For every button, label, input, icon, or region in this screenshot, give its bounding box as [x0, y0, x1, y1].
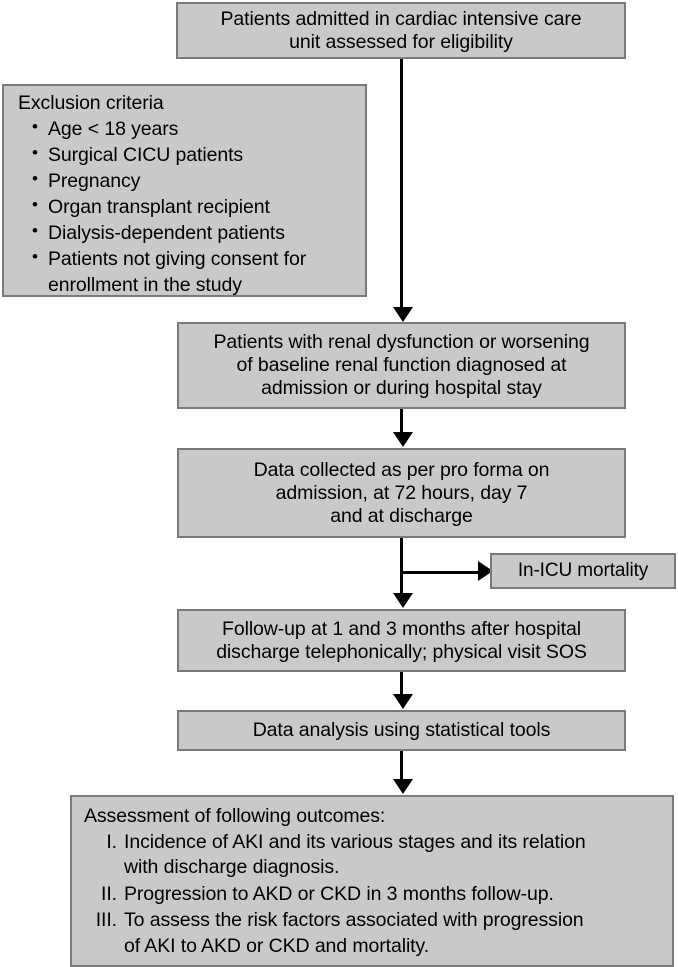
connector-eligibility-to-renal-line: [400, 59, 403, 309]
connector-data-to-followup-line: [400, 538, 403, 595]
node-exclusion-criteria: Exclusion criteria • Age < 18 years • Su…: [2, 84, 367, 297]
node-data-analysis: Data analysis using statistical tools: [177, 710, 626, 751]
exclusion-item-text: Organ transplant recipient: [48, 195, 270, 218]
connector-renal-to-data-line: [400, 409, 403, 433]
exclusion-item-text: Patients not giving consent for: [48, 248, 307, 271]
connector-analysis-to-outcomes-arrowhead-icon: [393, 779, 413, 794]
exclusion-item: • Age < 18 years: [32, 116, 306, 142]
exclusion-item-text: Dialysis-dependent patients: [48, 222, 285, 245]
outcome-text: To assess the risk factors associated wi…: [124, 909, 584, 932]
exclusion-item: • Organ transplant recipient: [32, 194, 306, 220]
exclusion-title: Exclusion criteria: [18, 91, 164, 114]
node-eligibility: Patients admitted in cardiac intensive c…: [176, 2, 626, 59]
connector-followup-to-analysis-arrowhead-icon: [393, 694, 413, 709]
outcome-numeral: III.: [95, 909, 117, 932]
exclusion-item-text-cont: enrollment in the study: [48, 274, 242, 297]
outcome-text-cont: of AKI to AKD or CKD and mortality.: [124, 934, 430, 957]
node-data-collected-line-2: admission, at 72 hours, day 7: [275, 481, 528, 504]
node-followup: Follow-up at 1 and 3 months after hospit…: [177, 609, 626, 672]
exclusion-item-text: Surgical CICU patients: [48, 143, 244, 166]
connector-analysis-to-outcomes-line: [400, 751, 403, 780]
node-followup-line-2: discharge telephonically; physical visit…: [216, 640, 587, 663]
connector-data-to-icu-arrowhead-icon: [478, 561, 493, 581]
node-icu-mortality: In-ICU mortality: [490, 553, 676, 589]
connector-eligibility-to-renal-arrowhead-icon: [393, 307, 413, 322]
node-followup-line-1: Follow-up at 1 and 3 months after hospit…: [222, 617, 581, 640]
exclusion-item-text: Age < 18 years: [48, 117, 179, 140]
outcome-numeral: I.: [106, 831, 117, 854]
node-eligibility-line-1: Patients admitted in cardiac intensive c…: [220, 7, 582, 30]
connector-data-to-followup-arrowhead-icon: [393, 593, 413, 608]
bullet-icon: •: [32, 247, 38, 267]
node-renal-line-1: Patients with renal dysfunction or worse…: [213, 331, 590, 353]
node-data-collected: Data collected as per pro forma on admis…: [177, 448, 626, 538]
outcome-text-cont: with discharge diagnosis.: [124, 856, 340, 879]
exclusion-item: • Surgical CICU patients: [32, 142, 306, 168]
outcome-numeral: II.: [101, 882, 117, 905]
node-data-analysis-label: Data analysis using statistical tools: [252, 719, 551, 741]
bullet-icon: •: [32, 168, 38, 188]
outcome-text: Progression to AKD or CKD in 3 months fo…: [124, 882, 554, 905]
node-icu-mortality-label: In-ICU mortality: [517, 559, 649, 581]
bullet-icon: •: [32, 142, 38, 162]
outcome-item: II. Progression to AKD or CKD in 3 month…: [84, 882, 586, 907]
outcome-item: I. Incidence of AKI and its various stag…: [84, 830, 586, 881]
connector-data-to-icu-line: [400, 571, 484, 574]
outcomes-title: Assessment of following outcomes:: [84, 805, 386, 828]
node-outcomes: Assessment of following outcomes: I. Inc…: [70, 795, 674, 967]
node-data-collected-line-1: Data collected as per pro forma on: [253, 458, 550, 481]
node-renal-dysfunction: Patients with renal dysfunction or worse…: [177, 322, 626, 409]
exclusion-item: • Dialysis-dependent patients: [32, 220, 306, 246]
connector-followup-to-analysis-line: [400, 672, 403, 697]
outcome-item: III. To assess the risk factors associat…: [84, 908, 586, 959]
node-data-collected-line-3: and at discharge: [330, 504, 473, 527]
bullet-icon: •: [32, 194, 38, 214]
connector-renal-to-data-arrowhead-icon: [393, 432, 413, 447]
node-renal-line-3: admission or during hospital stay: [261, 377, 542, 399]
node-eligibility-line-2: unit assessed for eligibility: [289, 30, 513, 53]
bullet-icon: •: [32, 116, 38, 136]
exclusion-item: • Pregnancy: [32, 168, 306, 194]
node-renal-line-2: of baseline renal function diagnosed at: [236, 354, 567, 376]
bullet-icon: •: [32, 221, 38, 241]
exclusion-list: • Age < 18 years • Surgical CICU patient…: [4, 116, 306, 298]
outcome-text: Incidence of AKI and its various stages …: [124, 831, 586, 854]
outcomes-list: I. Incidence of AKI and its various stag…: [72, 829, 586, 959]
exclusion-item: • Patients not giving consent for enroll…: [32, 246, 306, 298]
exclusion-item-text: Pregnancy: [48, 169, 141, 192]
